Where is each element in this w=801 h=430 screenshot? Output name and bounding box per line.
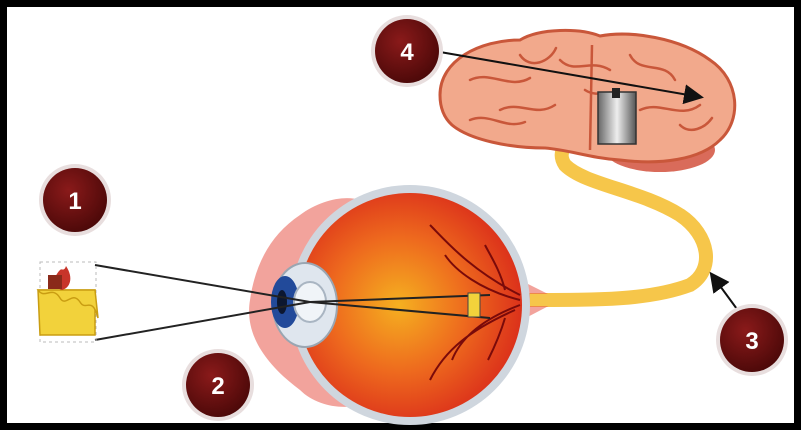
- badge-4: 4: [371, 15, 443, 87]
- brain-image-indicator: [598, 92, 636, 144]
- badge-3: 3: [716, 304, 788, 376]
- badge-1: 1: [39, 164, 111, 236]
- badge-2-label: 2: [211, 373, 224, 400]
- badge-1-label: 1: [68, 188, 81, 215]
- badge-2: 2: [182, 349, 254, 421]
- badge-4-label: 4: [400, 39, 414, 66]
- retina-image-indicator: [468, 293, 480, 317]
- badge-3-label: 3: [745, 328, 758, 355]
- brain-icon: [440, 30, 735, 172]
- candle-icon: [38, 262, 98, 342]
